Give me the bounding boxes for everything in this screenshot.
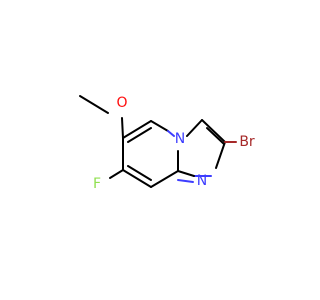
atom-f: F [93,176,101,192]
molecule-structure: O F N N Br [79,95,255,192]
bond-c5-n4-n-side [167,130,175,137]
atom-n-imine: N [197,173,207,189]
bond-c3-c2-double [206,127,225,145]
bond-c7-c8 [122,169,152,188]
atom-br: Br [239,134,255,150]
bond-c9-n1-double [177,179,194,183]
bond-c7-c8-double [127,165,152,181]
bond-c3-c2 [201,119,226,143]
bond-c9-n1 [177,170,195,177]
bond-c2-n1 [215,141,226,169]
bond-c7-f [109,169,124,179]
atom-o: O [116,95,127,111]
atom-n-bridge: N [175,131,185,147]
bond-n4-c3 [186,119,203,137]
molecule-structure-canvas: O F N N Br [79,95,255,192]
bond-methyl-o [79,95,109,114]
bond-c6-c5 [122,120,152,139]
bond-c8-c9 [150,170,179,188]
bond-c5-n4 [150,120,169,132]
bond-c6-c5-double [127,127,152,143]
bond-o-c6 [121,117,124,139]
